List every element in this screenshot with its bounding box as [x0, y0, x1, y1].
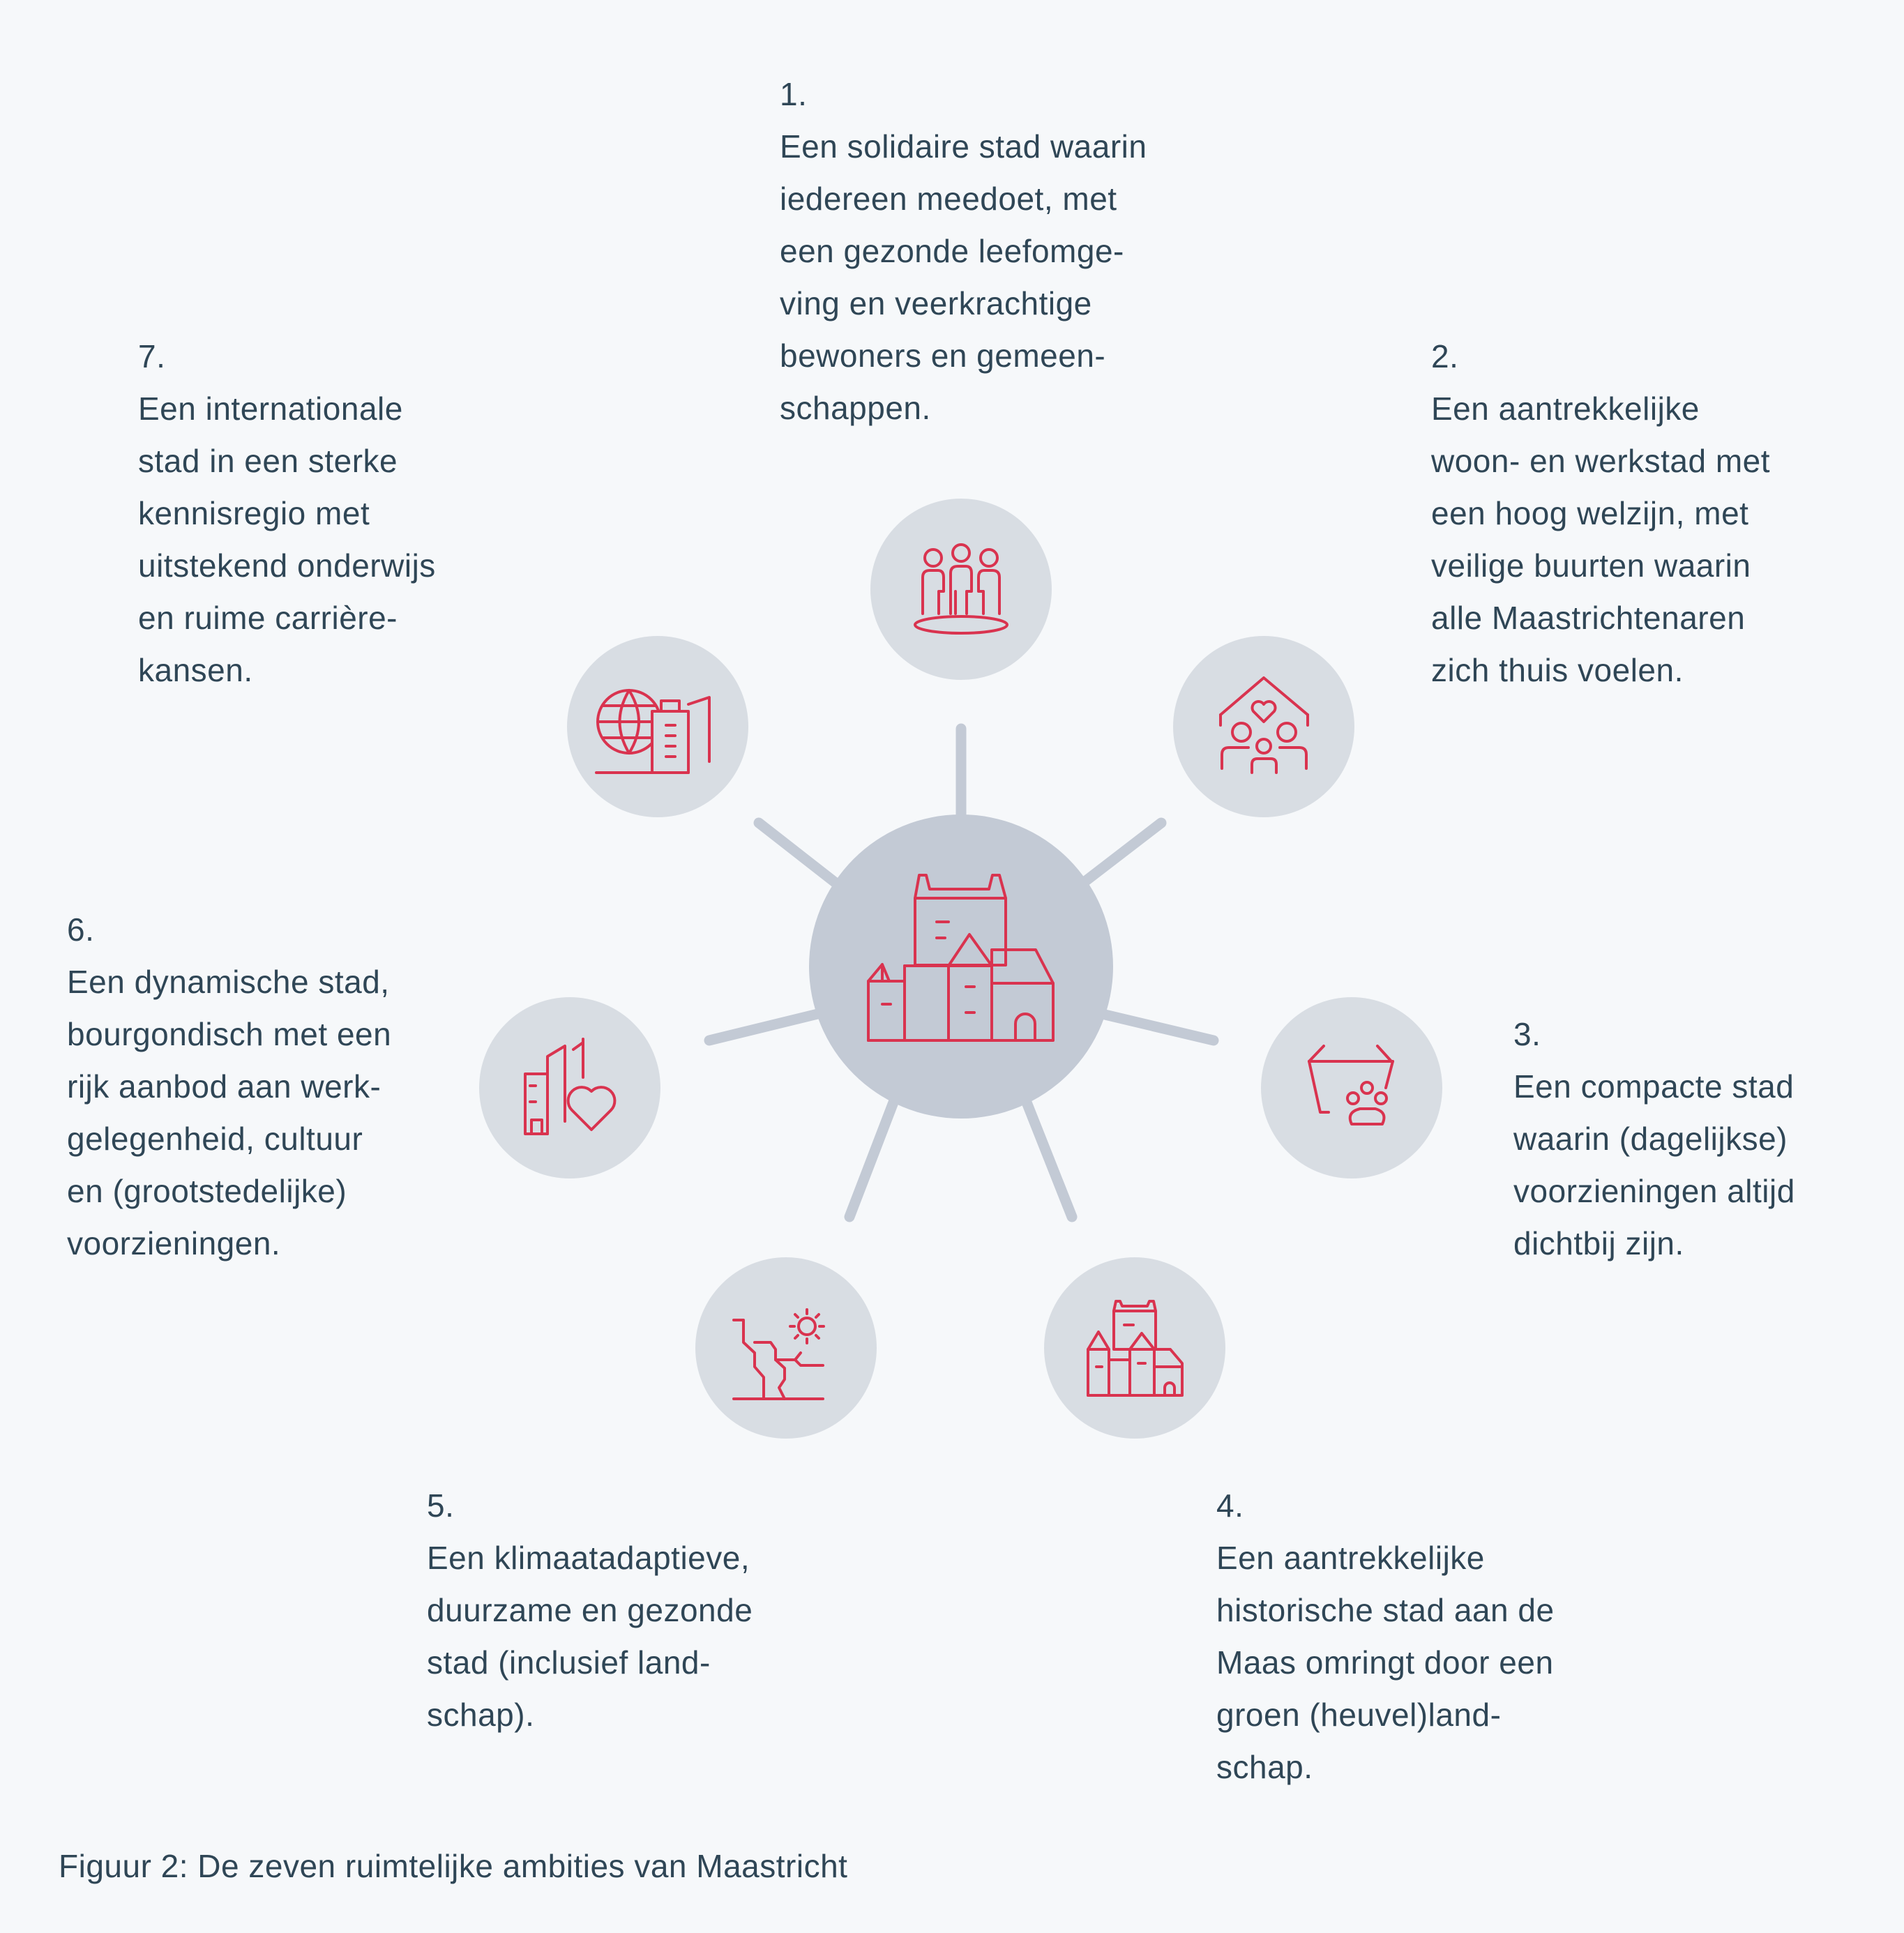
ambition-text-line: Maas omringt door een	[1216, 1644, 1554, 1681]
ambition-text-line: voorzieningen.	[67, 1225, 281, 1261]
ambition-text-line: en (grootstedelijke)	[67, 1173, 347, 1209]
circle-6	[479, 997, 660, 1178]
ambition-1: 1. Een solidaire stad waarin iedereen me…	[780, 68, 1147, 434]
ambition-text-line: zich thuis voelen.	[1431, 652, 1684, 688]
ambition-text-line: een gezonde leefomge-	[780, 233, 1124, 269]
ambition-4: 4. Een aantrekkelijke historische stad a…	[1216, 1480, 1555, 1794]
ambition-text-line: Een klimaatadaptieve,	[427, 1540, 750, 1576]
ambition-text-line: uitstekend onderwijs	[138, 547, 436, 584]
ambition-text-line: voorzieningen altijd	[1513, 1173, 1795, 1209]
ambition-text-line: bewoners en gemeen-	[780, 338, 1106, 374]
ambition-7: 7. Een internationale stad in een sterke…	[138, 331, 436, 697]
ambition-text-line: woon- en werkstad met	[1431, 443, 1771, 479]
ambition-text-line: ving en veerkrachtige	[780, 285, 1092, 321]
ambition-text-line: Een solidaire stad waarin	[780, 128, 1147, 165]
ambition-text-line: dichtbij zijn.	[1513, 1225, 1684, 1261]
ambition-text-line: rijk aanbod aan werk-	[67, 1068, 381, 1105]
ambition-text-line: groen (heuvel)land-	[1216, 1697, 1502, 1733]
shopping-basket-icon	[1308, 1045, 1394, 1125]
castle-icon	[867, 874, 1055, 1042]
ambition-text-line: schap.	[1216, 1749, 1313, 1785]
ambition-number: 6.	[67, 911, 95, 948]
ambition-text-line: kansen.	[138, 652, 253, 688]
historic-town-icon	[1087, 1300, 1184, 1397]
buildings-heart-icon	[524, 1038, 617, 1135]
ambition-text-line: veilige buurten waarin	[1431, 547, 1751, 584]
ambition-number: 7.	[138, 338, 166, 374]
ambition-text-line: alle Maastrichtenaren	[1431, 600, 1746, 636]
ambition-text-line: Een aantrekkelijke	[1216, 1540, 1485, 1576]
ambition-number: 1.	[780, 76, 808, 112]
people-community-icon	[914, 543, 1008, 635]
ambition-text-line: een hoog welzijn, met	[1431, 495, 1749, 531]
ambition-5: 5. Een klimaatadaptieve, duurzame en gez…	[427, 1480, 753, 1741]
circle-2	[1173, 636, 1354, 817]
ambition-text-line: gelegenheid, cultuur	[67, 1121, 363, 1157]
ambition-text-line: stad (inclusief land-	[427, 1644, 711, 1681]
ambition-text-line: waarin (dagelijkse)	[1513, 1121, 1788, 1157]
ambition-text-line: stad in een sterke	[138, 443, 398, 479]
ambition-text-line: schappen.	[780, 390, 931, 426]
ambition-text-line: Een internationale	[138, 391, 403, 427]
circle-5	[695, 1257, 877, 1439]
figure-caption: Figuur 2: De zeven ruimtelijke ambities …	[59, 1848, 848, 1884]
ambition-number: 4.	[1216, 1487, 1244, 1524]
ambition-number: 2.	[1431, 338, 1459, 374]
ambition-text-line: Een compacte stad	[1513, 1068, 1795, 1105]
ambition-number: 3.	[1513, 1016, 1541, 1052]
ambition-text-line: schap).	[427, 1697, 535, 1733]
home-family-heart-icon	[1219, 676, 1309, 774]
ambition-2: 2. Een aantrekkelijke woon- en werkstad …	[1431, 331, 1770, 697]
ambition-text-line: Een aantrekkelijke	[1431, 391, 1700, 427]
ambition-3: 3. Een compacte stad waarin (dagelijkse)…	[1513, 1008, 1795, 1270]
ambition-text-line: historische stad aan de	[1216, 1592, 1555, 1628]
ambition-6: 6. Een dynamische stad, bourgondisch met…	[67, 904, 391, 1270]
ambition-text-line: en ruime carrière-	[138, 600, 398, 636]
circle-1	[870, 499, 1052, 680]
ambition-text-line: kennisregio met	[138, 495, 370, 531]
ambition-text-line: iedereen meedoet, met	[780, 181, 1117, 217]
globe-building-icon	[595, 689, 711, 774]
ambition-text-line: duurzame en gezonde	[427, 1592, 753, 1628]
ambition-text-line: bourgondisch met een	[67, 1016, 392, 1052]
circle-3	[1261, 997, 1442, 1178]
ambition-number: 5.	[427, 1487, 455, 1524]
landscape-sun-icon	[732, 1308, 825, 1400]
ambition-text-line: Een dynamische stad,	[67, 964, 390, 1000]
